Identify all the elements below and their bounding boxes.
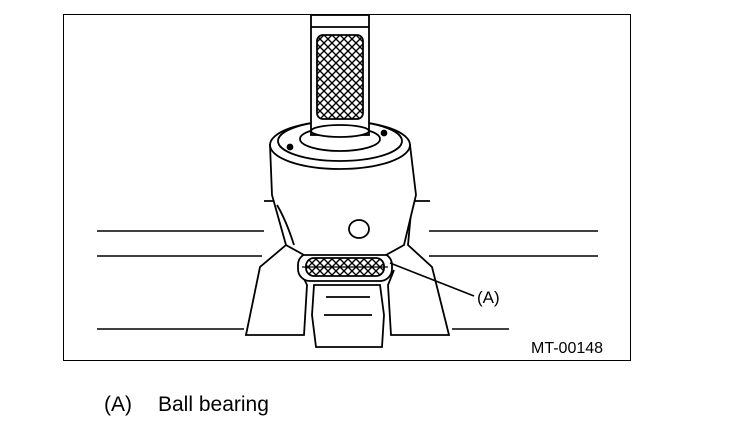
callout-label-a: (A)	[477, 288, 500, 307]
legend: (A) Ball bearing	[104, 393, 269, 417]
press-ram	[310, 15, 370, 138]
press-tool-body	[269, 144, 417, 256]
ball-bearing-press-illustration	[97, 15, 598, 348]
ball-bearing	[297, 252, 393, 282]
base-rails	[97, 230, 598, 330]
callout-a-leader	[389, 262, 475, 297]
legend-key-a: (A)	[104, 393, 132, 416]
illustration-frame: (A) MT-00148	[63, 14, 631, 361]
output-shaft	[311, 284, 385, 348]
figure-id-label: MT-00148	[531, 340, 604, 357]
legend-text-a: Ball bearing	[158, 393, 269, 416]
